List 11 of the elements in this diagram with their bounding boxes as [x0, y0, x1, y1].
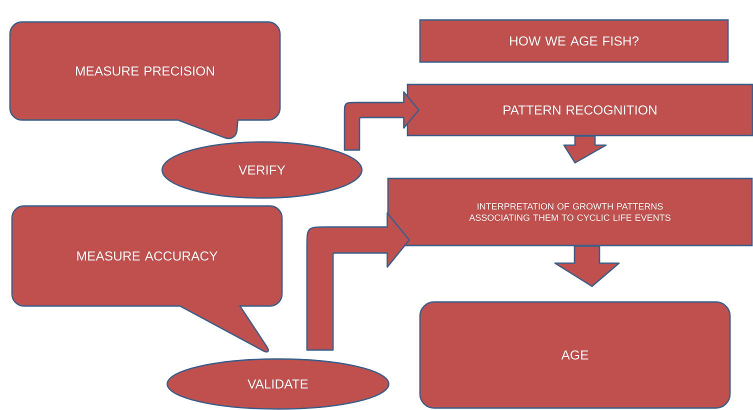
rounded-box: AGE [419, 301, 731, 409]
block-arrow [344, 91, 420, 151]
block-arrow [306, 212, 410, 351]
process-box: HOW WE AGE FISH? [419, 19, 729, 63]
speech-callout: MEASURE ACCURACY [11, 205, 283, 353]
ellipse-node: VALIDATE [166, 358, 390, 410]
process-box: PATTERN RECOGNITION [406, 84, 753, 136]
block-arrow [563, 136, 607, 164]
block-arrow [554, 246, 620, 287]
ellipse-node: VERIFY [161, 141, 363, 199]
process-box: INTERPRETATION OF GROWTH PATTERNS ASSOCIATING THEM TO CYCLIC LIFE EVENTS [387, 178, 753, 246]
